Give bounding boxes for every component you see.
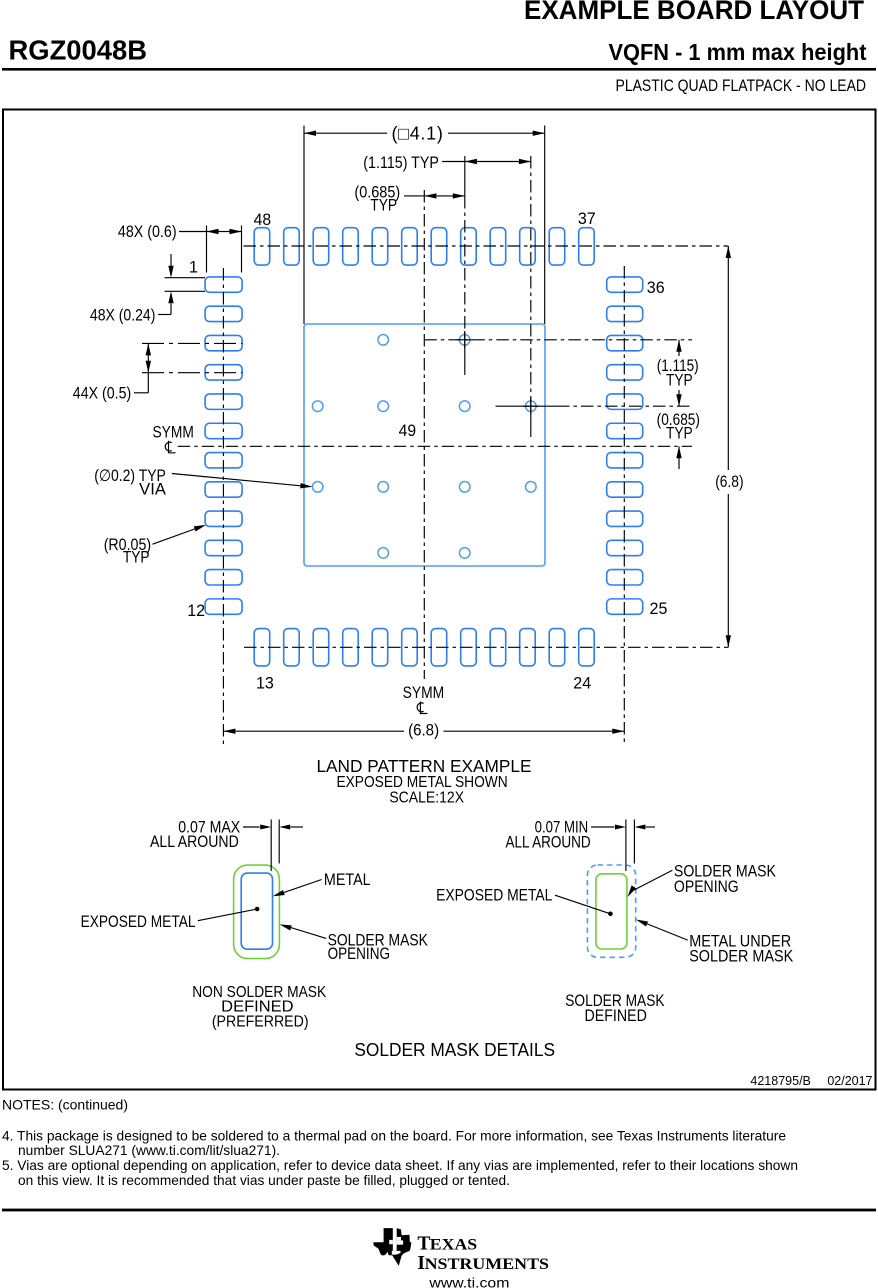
svg-text:49: 49 [399,422,417,440]
svg-text:on this view. It is recommende: on this view. It is recommended that via… [18,1172,510,1188]
svg-text:(6.8): (6.8) [408,722,439,740]
svg-text:4. This package is designed to: 4. This package is designed to be solder… [2,1127,786,1143]
svg-text:(R0.05): (R0.05) [104,536,151,554]
svg-text:NON SOLDER MASK: NON SOLDER MASK [192,984,327,1001]
svg-text:ALL AROUND: ALL AROUND [506,834,591,852]
svg-text:EXPOSED METAL: EXPOSED METAL [81,913,196,931]
svg-text:(PREFERRED): (PREFERRED) [212,1014,309,1031]
svg-text:(0.685): (0.685) [657,411,700,429]
svg-text:SYMM: SYMM [403,684,445,702]
svg-text:EXPOSED METAL SHOWN: EXPOSED METAL SHOWN [336,774,507,791]
svg-text:NOTES: (continued): NOTES: (continued) [2,1096,128,1112]
svg-text:EXPOSED METAL: EXPOSED METAL [436,886,552,904]
svg-text:TYP: TYP [666,424,693,442]
svg-text:24: 24 [573,675,591,693]
svg-text:www.ti.com: www.ti.com [428,1275,509,1288]
svg-text:OPENING: OPENING [328,945,390,963]
svg-text:DEFINED: DEFINED [221,999,293,1016]
svg-text:48X (0.24): 48X (0.24) [90,307,156,325]
svg-text:number SLUA271 (www.ti.com/lit: number SLUA271 (www.ti.com/lit/slua271). [18,1142,280,1158]
svg-text:ALL AROUND: ALL AROUND [150,833,239,851]
svg-text:13: 13 [256,675,274,693]
svg-text:SOLDER MASK: SOLDER MASK [565,992,664,1010]
svg-text:SCALE:12X: SCALE:12X [389,790,464,807]
svg-text:44X (0.5): 44X (0.5) [73,385,131,403]
svg-text:1: 1 [189,258,198,276]
svg-text:EXAMPLE BOARD LAYOUT: EXAMPLE BOARD LAYOUT [524,0,864,25]
svg-text:VIA: VIA [139,480,166,498]
svg-text:SOLDER MASK: SOLDER MASK [689,948,793,966]
svg-text:OPENING: OPENING [674,878,739,896]
svg-text:(1.115) TYP: (1.115) TYP [363,154,439,172]
svg-text:(1.115): (1.115) [657,357,699,375]
svg-text:4218795/B: 4218795/B [750,1074,810,1088]
svg-text:02/2017: 02/2017 [827,1074,872,1088]
svg-text:(6.8): (6.8) [715,473,743,491]
svg-text:48X (0.6): 48X (0.6) [118,223,177,241]
svg-text:25: 25 [650,600,668,618]
svg-text:SYMM: SYMM [153,424,194,442]
svg-text:VQFN - 1 mm max height: VQFN - 1 mm max height [609,39,867,65]
svg-text:SOLDER MASK: SOLDER MASK [328,931,428,949]
svg-text:LAND PATTERN EXAMPLE: LAND PATTERN EXAMPLE [316,756,531,776]
svg-text:36: 36 [647,279,665,297]
svg-text:RGZ0048B: RGZ0048B [9,35,148,66]
svg-text:TYP: TYP [666,371,693,389]
svg-text:5. Vias are optional depending: 5. Vias are optional depending on applic… [2,1157,798,1173]
svg-text:METAL UNDER: METAL UNDER [689,932,791,950]
svg-text:TYP: TYP [370,196,397,214]
svg-text:TYP: TYP [123,549,150,567]
svg-text:(0.685): (0.685) [354,183,400,201]
svg-text:DEFINED: DEFINED [585,1007,647,1025]
svg-text:SOLDER MASK: SOLDER MASK [674,863,776,881]
svg-text:37: 37 [578,210,596,228]
svg-text:48: 48 [254,211,272,229]
svg-text:SOLDER MASK DETAILS: SOLDER MASK DETAILS [354,1040,555,1060]
svg-text:PLASTIC QUAD FLATPACK - NO LEA: PLASTIC QUAD FLATPACK - NO LEAD [616,76,867,95]
svg-text:12: 12 [187,602,205,620]
svg-text:I: I [417,1253,425,1274]
svg-text:METAL: METAL [324,871,371,889]
svg-text:T: T [417,1234,430,1255]
svg-text:0.07 MIN: 0.07 MIN [535,818,589,836]
svg-text:0.07 MAX: 0.07 MAX [178,818,240,836]
svg-text:(∅0.2) TYP: (∅0.2) TYP [94,467,166,485]
svg-text:NSTRUMENTS: NSTRUMENTS [425,1256,550,1273]
svg-text:EXAS: EXAS [430,1237,478,1254]
svg-text:(□4.1): (□4.1) [391,124,443,144]
